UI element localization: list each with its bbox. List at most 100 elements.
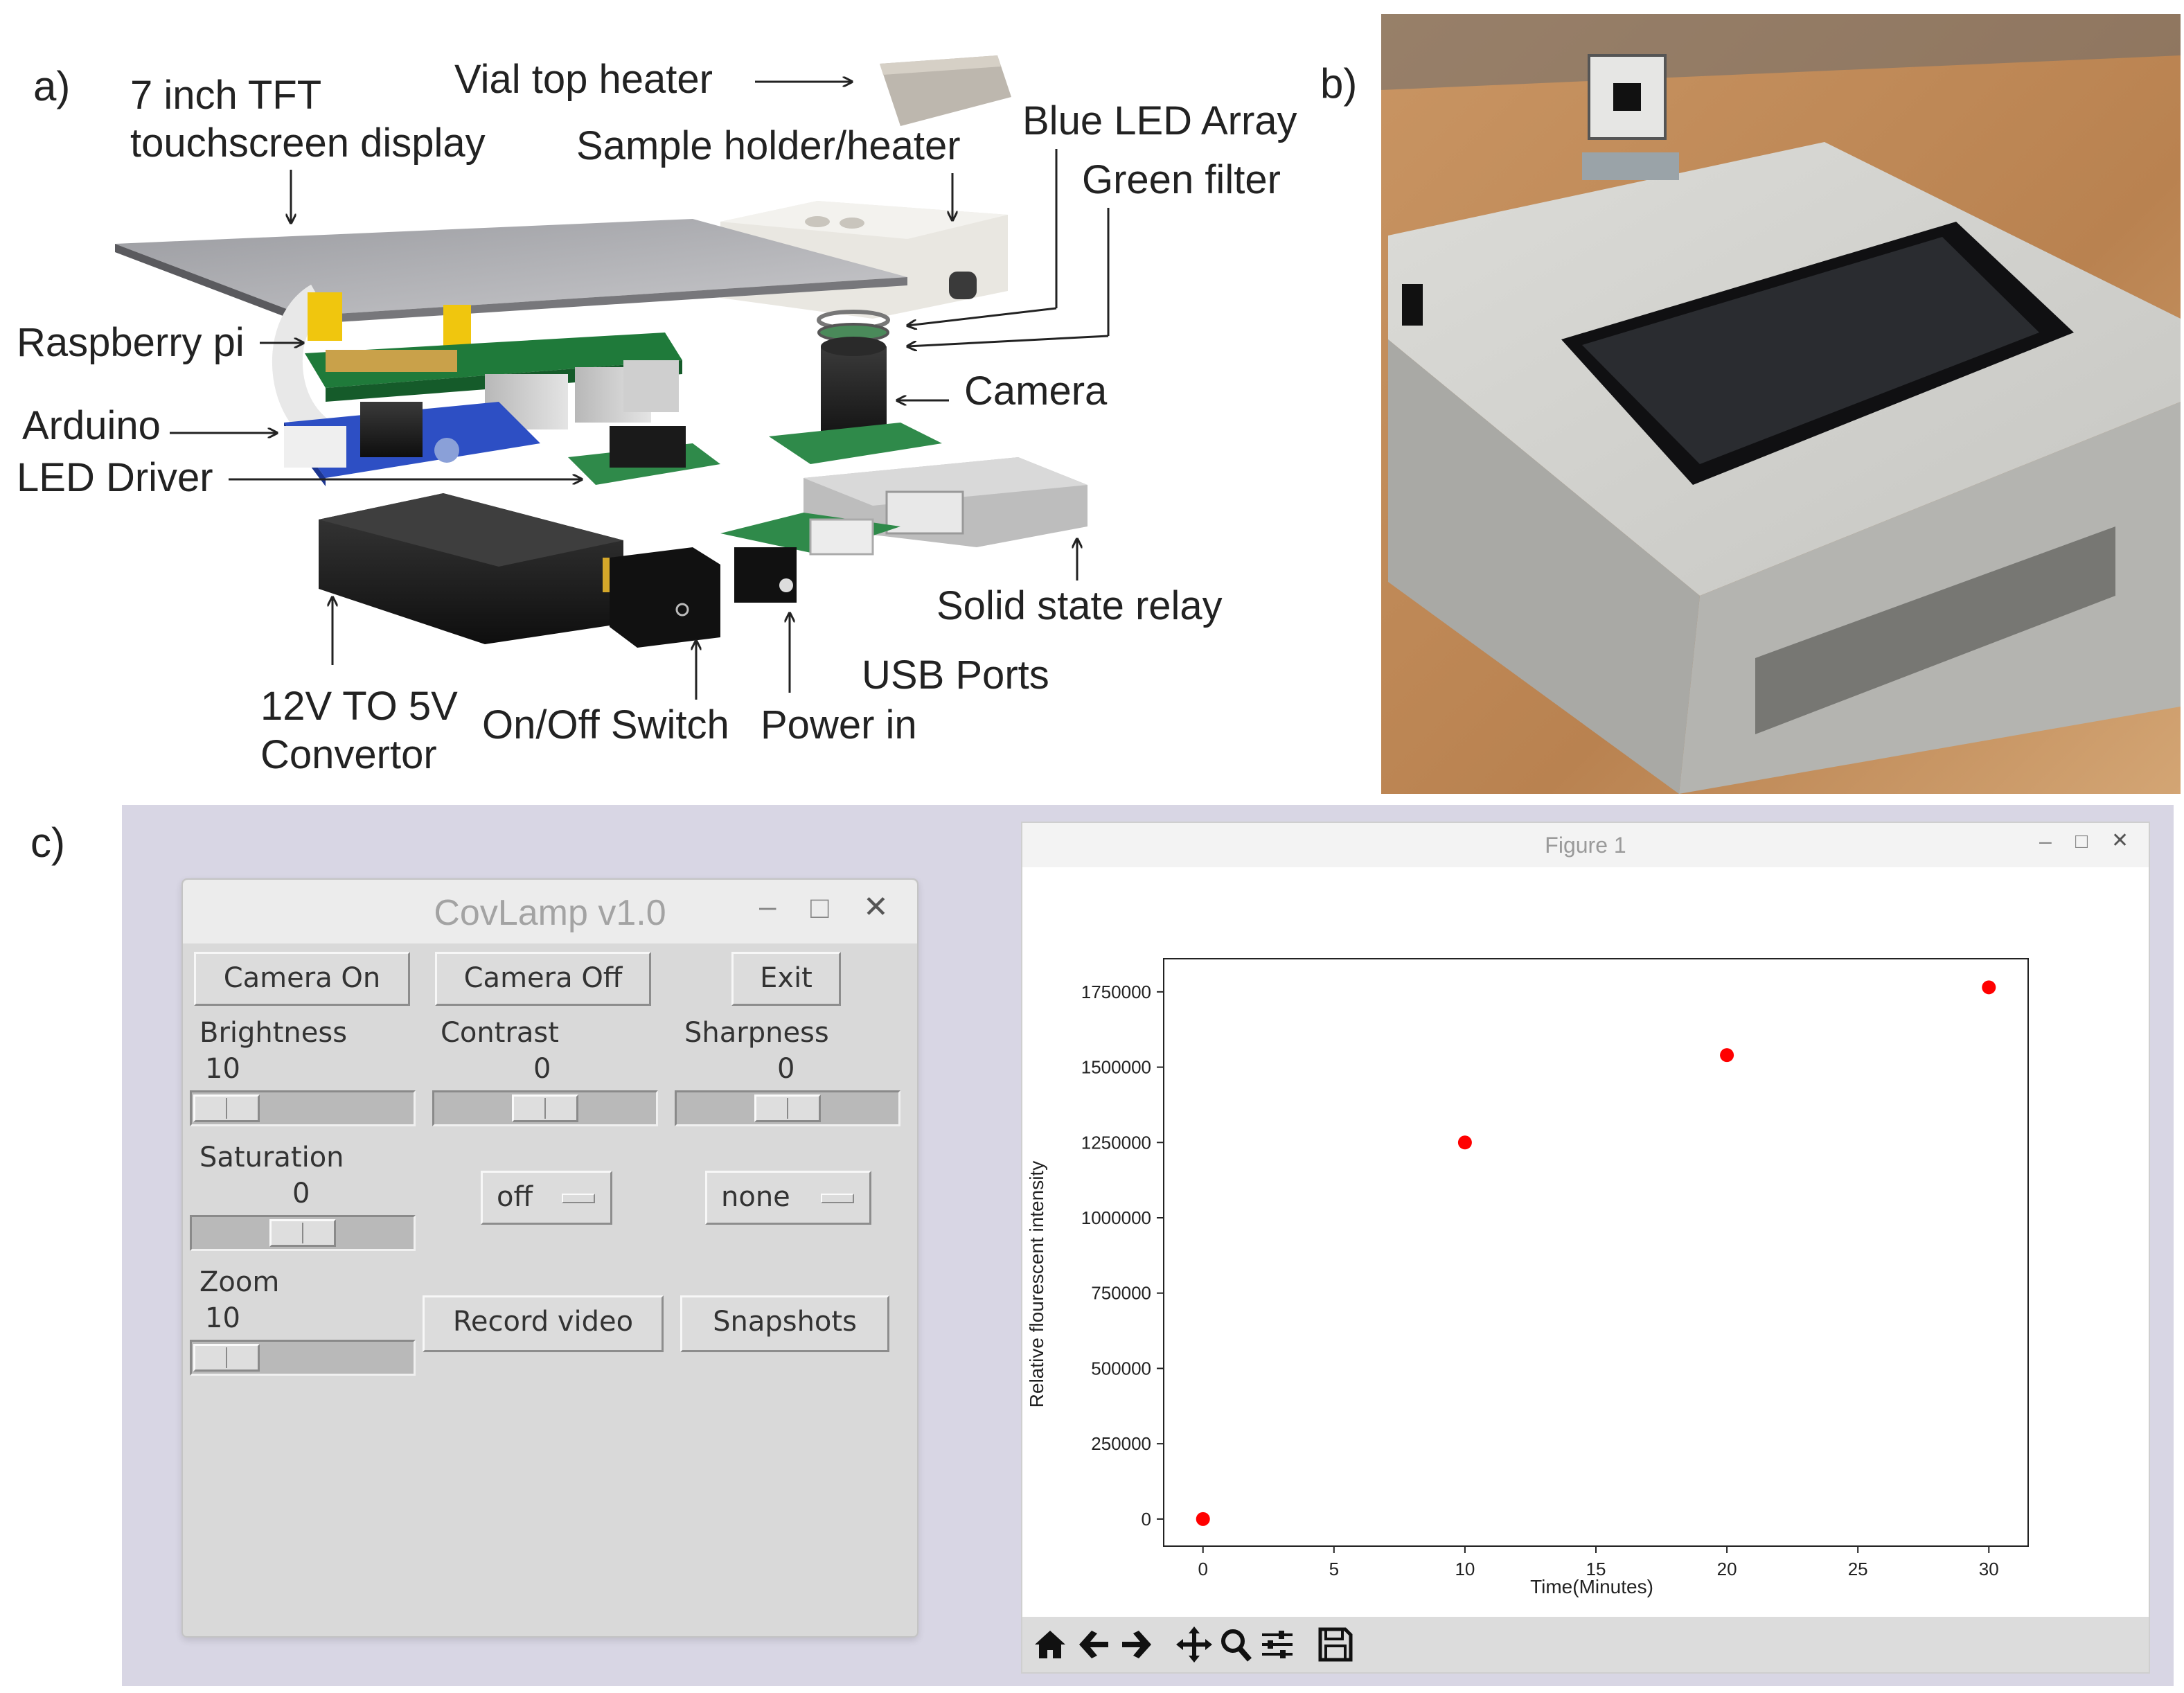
- device-photo: [1381, 14, 2181, 794]
- sharpness-slider-handle[interactable]: [754, 1094, 821, 1122]
- minimize-icon[interactable]: –: [2039, 828, 2052, 853]
- figure-titlebar[interactable]: Figure 1 – □ ✕: [1022, 823, 2149, 867]
- y-tick-label: 0: [1142, 1509, 1151, 1530]
- covlamp-title: CovLamp v1.0: [434, 893, 666, 933]
- contrast-slider-handle[interactable]: [512, 1094, 578, 1122]
- label-display-line1: 7 inch TFT: [130, 73, 322, 118]
- record-video-button[interactable]: Record video: [423, 1295, 664, 1352]
- usb-ports-part: [720, 513, 900, 556]
- panel-c-letter: c): [30, 819, 65, 866]
- raspberry-pi-part: [305, 333, 682, 429]
- label-on-off-switch: On/Off Switch: [482, 702, 729, 747]
- sharpness-label: Sharpness: [684, 1017, 829, 1049]
- back-arrow-icon[interactable]: [1074, 1624, 1115, 1665]
- brightness-slider[interactable]: [190, 1090, 416, 1126]
- saturation-value: 0: [292, 1178, 310, 1209]
- contrast-slider[interactable]: [432, 1090, 658, 1126]
- label-blue-led-array: Blue LED Array: [1022, 98, 1297, 143]
- contrast-value: 0: [533, 1053, 551, 1085]
- contrast-label: Contrast: [441, 1017, 559, 1049]
- on-off-switch-part: [610, 547, 720, 648]
- brightness-value: 10: [205, 1053, 240, 1085]
- x-tick-label: 5: [1329, 1559, 1339, 1579]
- label-solid-state-relay: Solid state relay: [936, 583, 1223, 628]
- figure-window: Figure 1 – □ ✕ 0 250000 500000 750000 100000…: [1021, 822, 2150, 1674]
- y-tick-label: 750000: [1091, 1283, 1151, 1304]
- save-icon[interactable]: [1315, 1624, 1356, 1665]
- y-tick-label: 250000: [1091, 1433, 1151, 1454]
- dropdown-indicator-icon: [821, 1194, 854, 1203]
- navigation-toolbar: [1022, 1617, 2149, 1672]
- awb-option-value: none: [721, 1181, 790, 1213]
- close-icon[interactable]: ✕: [863, 890, 889, 924]
- effect-option-menu[interactable]: off: [481, 1171, 612, 1225]
- brightness-label: Brightness: [199, 1017, 348, 1049]
- power-in-part: [734, 547, 797, 603]
- exit-button[interactable]: Exit: [731, 952, 841, 1006]
- brightness-slider-handle[interactable]: [193, 1094, 260, 1122]
- pan-icon[interactable]: [1173, 1624, 1215, 1665]
- plot-area: [1163, 958, 2029, 1547]
- awb-option-menu[interactable]: none: [705, 1171, 871, 1225]
- label-arduino: Arduino: [22, 403, 161, 448]
- configure-subplots-icon[interactable]: [1257, 1624, 1298, 1665]
- y-tick-label: 1500000: [1081, 1057, 1151, 1078]
- y-tick-label: 1750000: [1081, 982, 1151, 1002]
- convertor-part: [319, 493, 623, 644]
- label-led-driver: LED Driver: [17, 455, 213, 500]
- maximize-icon[interactable]: □: [810, 891, 829, 925]
- exploded-view-illustration: [115, 55, 1110, 700]
- data-point: [1196, 1512, 1210, 1526]
- figure-title: Figure 1: [1545, 833, 1626, 858]
- y-axis-label: Relative flourescent intensity: [1026, 1161, 1047, 1408]
- label-green-filter: Green filter: [1082, 157, 1281, 202]
- close-icon[interactable]: ✕: [2111, 829, 2129, 852]
- vial-top-heater-part: [880, 55, 1011, 126]
- saturation-slider[interactable]: [190, 1215, 416, 1251]
- covlamp-window: CovLamp v1.0 – □ ✕ Camera On Camera Off …: [181, 878, 918, 1638]
- camera-part: [769, 337, 942, 464]
- zoom-slider[interactable]: [190, 1340, 416, 1376]
- saturation-label: Saturation: [199, 1142, 344, 1173]
- camera-on-button[interactable]: Camera On: [194, 952, 410, 1006]
- camera-off-button[interactable]: Camera Off: [435, 952, 651, 1006]
- zoom-value: 10: [205, 1302, 240, 1334]
- y-tick-label: 1250000: [1081, 1132, 1151, 1153]
- panel-a-letter: a): [33, 63, 71, 109]
- x-tick-label: 0: [1198, 1559, 1207, 1579]
- forward-arrow-icon[interactable]: [1115, 1624, 1157, 1665]
- x-tick-label: 20: [1717, 1559, 1737, 1579]
- x-tick-label: 25: [1848, 1559, 1868, 1579]
- label-usb-ports: USB Ports: [862, 653, 1049, 698]
- minimize-icon[interactable]: –: [759, 889, 776, 923]
- x-axis-label: Time(Minutes): [1530, 1576, 1653, 1597]
- home-icon[interactable]: [1029, 1624, 1071, 1665]
- covlamp-titlebar[interactable]: CovLamp v1.0 – □ ✕: [183, 880, 917, 943]
- x-tick-label: 10: [1455, 1559, 1475, 1579]
- dropdown-indicator-icon: [562, 1194, 595, 1203]
- data-point: [1982, 980, 1996, 995]
- sharpness-value: 0: [777, 1053, 795, 1085]
- label-camera: Camera: [964, 369, 1108, 414]
- label-convertor-line1: 12V TO 5V: [260, 684, 458, 729]
- saturation-slider-handle[interactable]: [269, 1219, 336, 1247]
- y-tick-label: 500000: [1091, 1358, 1151, 1379]
- label-convertor-line2: Convertor: [260, 732, 437, 777]
- sharpness-slider[interactable]: [675, 1090, 900, 1126]
- label-raspberry-pi: Raspberry pi: [17, 320, 245, 365]
- zoom-icon[interactable]: [1215, 1624, 1257, 1665]
- maximize-icon[interactable]: □: [2075, 830, 2088, 853]
- zoom-slider-handle[interactable]: [193, 1344, 260, 1372]
- snapshots-button[interactable]: Snapshots: [680, 1295, 889, 1352]
- x-tick-label: 15: [1586, 1559, 1606, 1579]
- arduino-part: [284, 402, 540, 486]
- zoom-label: Zoom: [199, 1266, 280, 1298]
- panel-b-letter: b): [1320, 60, 1358, 107]
- label-vial-top-heater: Vial top heater: [454, 57, 713, 102]
- data-point: [1720, 1048, 1734, 1063]
- x-tick-label: 30: [1979, 1559, 1999, 1579]
- data-point: [1457, 1135, 1472, 1150]
- label-display-line2: touchscreen display: [130, 121, 486, 166]
- y-tick-label: 1000000: [1081, 1207, 1151, 1228]
- effect-option-value: off: [497, 1181, 533, 1213]
